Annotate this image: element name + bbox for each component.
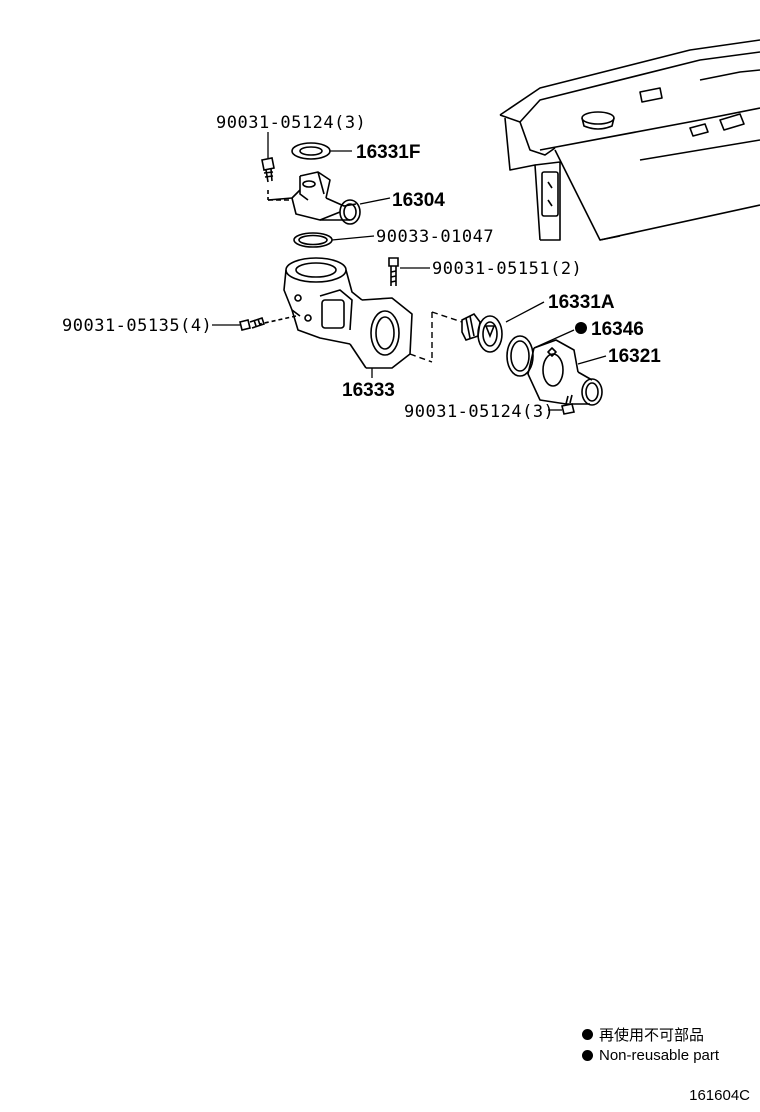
thermostat-gasket-illustration: [506, 335, 534, 377]
legend: 再使用不可部品 Non-reusable part: [582, 1024, 719, 1066]
callout-bolt-left: 90031-05135(4): [62, 316, 212, 336]
non-reusable-marker: [575, 322, 587, 334]
callout-bolt-bottom: 90031-05124(3): [404, 402, 554, 422]
callout-gasket-top: 16331F: [356, 142, 420, 163]
figure-number: 161604C: [689, 1087, 750, 1104]
legend-row-english: Non-reusable part: [582, 1045, 719, 1066]
callout-water-inlet: 16321: [608, 346, 661, 367]
housing-illustration: [259, 257, 413, 369]
engine-block-illustration: [499, 39, 760, 241]
bullet-icon: [582, 1050, 593, 1061]
legend-english-label: Non-reusable part: [599, 1047, 720, 1064]
alignment-guide-lines: [409, 311, 463, 363]
o-ring-illustration: [293, 232, 333, 248]
water-inlet-illustration: [527, 339, 603, 406]
bullet-icon: [582, 1029, 593, 1040]
bolt-bottom-illustration: [561, 394, 575, 415]
gasket-top-illustration: [291, 142, 331, 160]
bolt-left-illustration: [239, 316, 266, 331]
callout-thermostat-gasket: 16346: [591, 319, 644, 340]
callout-bolt-mid: 90031-05151(2): [432, 259, 582, 279]
thermostat-illustration: [461, 312, 503, 353]
legend-japanese-label: 再使用不可部品: [599, 1027, 705, 1044]
water-outlet-illustration: [267, 171, 361, 225]
bolt-top-illustration: [261, 157, 275, 200]
callout-bolt-top: 90031-05124(3): [216, 113, 366, 133]
bolt-mid-illustration: [388, 257, 399, 286]
callout-o-ring: 90033-01047: [376, 227, 494, 247]
callout-housing: 16333: [342, 380, 395, 401]
legend-row-japanese: 再使用不可部品: [582, 1024, 719, 1045]
leader-lines: [212, 132, 607, 411]
callout-thermostat: 16331A: [548, 292, 615, 313]
callout-water-outlet: 16304: [392, 190, 445, 211]
